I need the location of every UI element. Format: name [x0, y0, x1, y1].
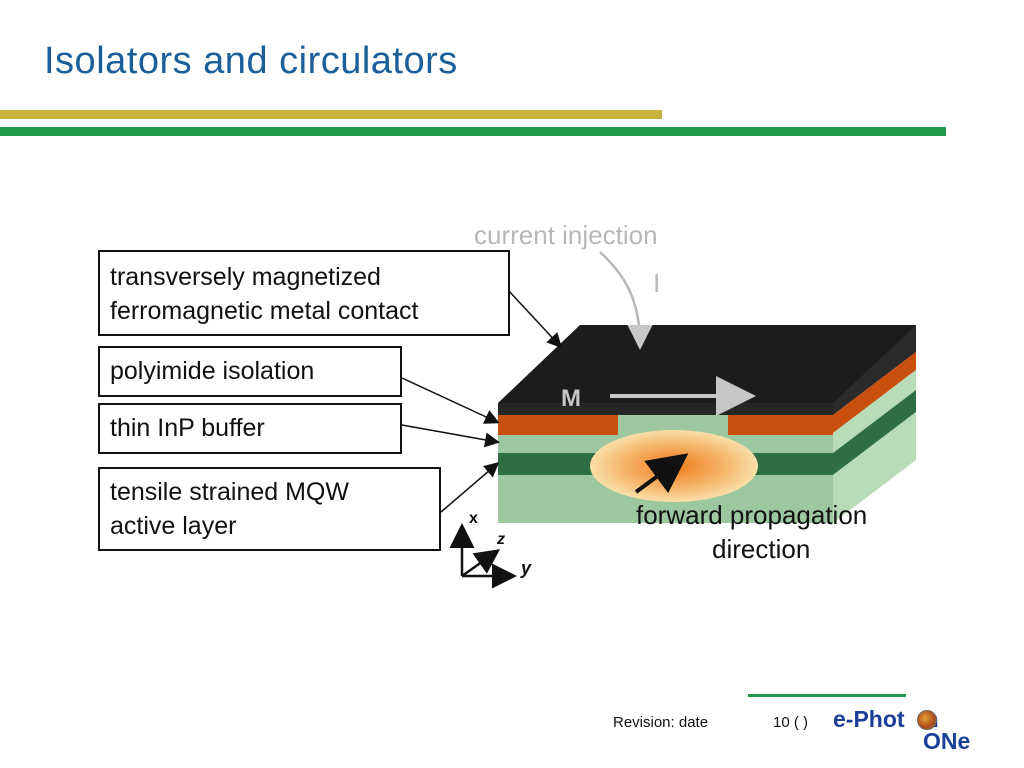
footer-revision: Revision: date — [613, 714, 709, 731]
front-metal-layer — [498, 403, 833, 415]
magnetization-symbol: M — [561, 385, 581, 412]
axis-z-arrow — [461, 549, 501, 578]
label-polyimide-text: polyimide isolation — [110, 357, 315, 385]
label-mqw-line2: active layer — [110, 512, 237, 540]
forward-propagation-label-line1: forward propagation — [636, 500, 868, 530]
device-side-face — [833, 325, 916, 523]
footer-green-line — [748, 694, 906, 697]
label-metal-contact-line1: transversely magnetized — [110, 263, 381, 291]
logo-text-line2: ONe — [923, 728, 971, 754]
label-mqw: tensile strained MQW active layer — [98, 467, 441, 551]
label-buffer-text: thin InP buffer — [110, 414, 265, 442]
slide-title: Isolators and circulators — [44, 40, 458, 82]
pointer-polyimide — [401, 377, 500, 424]
label-polyimide: polyimide isolation — [98, 346, 402, 397]
side-substrate-layer — [833, 412, 916, 523]
current-injection-label: current injection — [474, 220, 658, 250]
coordinate-axes — [449, 523, 517, 589]
side-metal-layer — [833, 325, 916, 415]
front-polyimide-left — [498, 415, 618, 435]
side-mqw-layer — [833, 390, 916, 475]
pointer-buffer — [401, 424, 500, 448]
forward-propagation-label-line2: direction — [712, 534, 811, 564]
axis-y-label: y — [521, 558, 532, 578]
top-metal-face — [498, 325, 916, 403]
axis-x-label: x — [469, 510, 478, 527]
front-polyimide-right — [728, 415, 833, 435]
logo-globe-icon — [917, 710, 937, 730]
pointer-mqw — [440, 462, 500, 513]
pointer-contact — [507, 289, 563, 349]
mode-field-arrow — [634, 453, 689, 494]
label-metal-contact-line2: ferromagnetic metal contact — [110, 297, 419, 325]
label-buffer: thin InP buffer — [98, 403, 402, 454]
label-mqw-line1: tensile strained MQW — [110, 478, 349, 506]
side-polyimide-layer — [833, 352, 916, 433]
ephoton-one-logo: e-Photn ONe — [833, 706, 993, 756]
gold-divider-bar — [0, 110, 662, 119]
green-divider-bar — [0, 127, 946, 136]
current-injection-arrow — [599, 251, 653, 350]
axis-z-label: z — [497, 531, 505, 548]
side-buffer-layer — [833, 370, 916, 453]
label-metal-contact: transversely magnetized ferromagnetic me… — [98, 250, 510, 336]
logo-text-line1-main: e-Phot — [833, 706, 905, 732]
current-symbol: I — [653, 268, 661, 298]
footer-page-number: 10 ( ) — [773, 714, 809, 731]
front-ridge — [618, 415, 728, 435]
